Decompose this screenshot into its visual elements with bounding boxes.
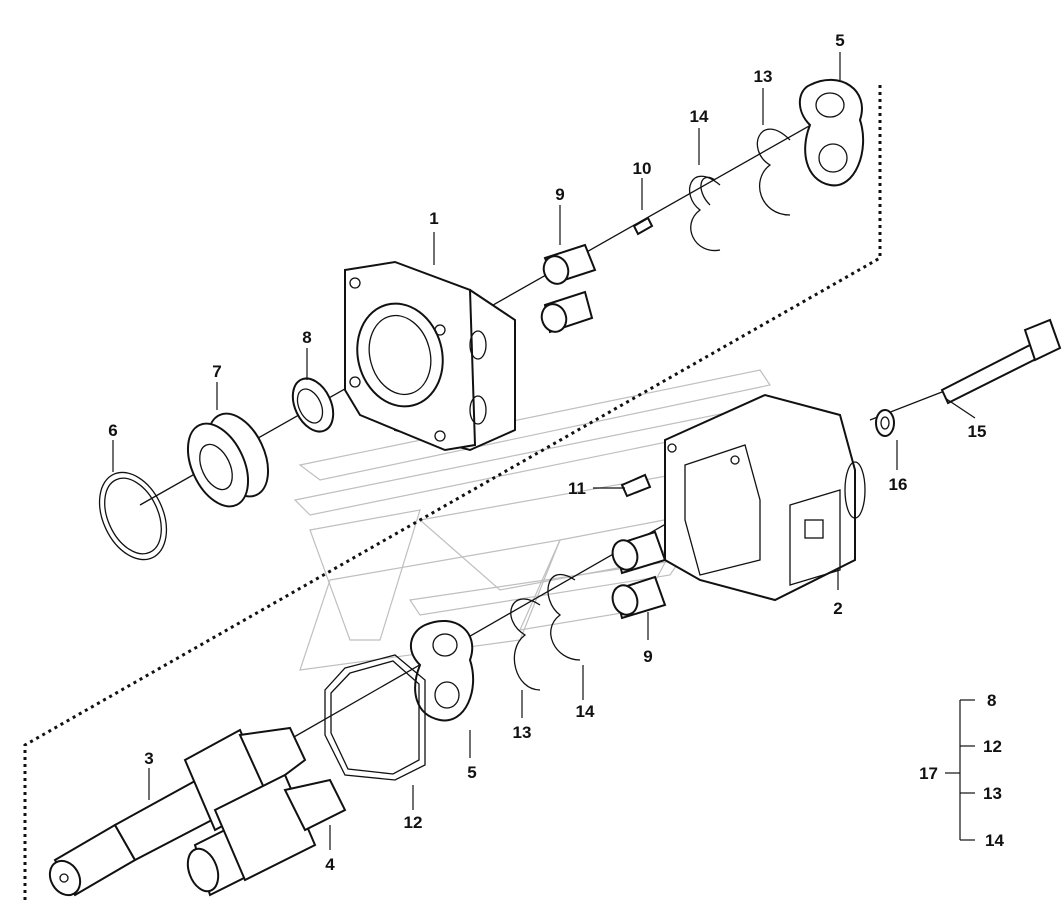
driven-gear-part-4 [186, 773, 347, 897]
leader-lines [112, 52, 976, 850]
label-part-4: 4 [325, 855, 335, 874]
kit-item: 14 [985, 831, 1004, 850]
label-part-6: 6 [108, 421, 117, 440]
label-part-5-lower: 5 [467, 763, 476, 782]
gasket-part-12 [324, 654, 426, 781]
label-part-3: 3 [144, 749, 153, 768]
kit-bracket: 17 8 12 13 14 [919, 691, 1004, 850]
bearing-plate-lower-part-5 [410, 619, 475, 722]
circlip-part-6 [98, 471, 168, 561]
label-part-9-lower: 9 [643, 647, 652, 666]
kit-item: 13 [983, 784, 1002, 803]
label-part-11: 11 [568, 479, 586, 498]
label-part-1: 1 [429, 209, 438, 228]
label-part-8: 8 [302, 328, 311, 347]
assembly-boundary [23, 85, 882, 900]
seal-lower-part-14 [547, 573, 581, 661]
kit-item: 8 [987, 691, 996, 710]
seal-upper-part-14 [688, 175, 721, 252]
seal-part-8 [291, 377, 335, 433]
bushings-lower-part-9 [611, 530, 667, 620]
label-part-12: 12 [404, 813, 423, 832]
part-number-labels: 1 2 3 4 5 5 6 7 8 9 9 10 11 12 13 13 14 … [108, 31, 986, 874]
label-part-15: 15 [968, 422, 987, 441]
pump-body-part-2 [664, 393, 866, 602]
retainer-upper-part-13 [756, 128, 791, 216]
label-part-13-upper: 13 [754, 67, 773, 86]
washer-part-16 [875, 409, 895, 437]
bearing-part-7 [186, 412, 270, 508]
flange-cover-part-1 [344, 260, 516, 452]
label-part-5-upper: 5 [835, 31, 844, 50]
bolt-part-15 [940, 318, 1062, 405]
label-part-13-lower: 13 [513, 723, 532, 742]
bearing-plate-upper-part-5 [798, 79, 865, 187]
label-part-16: 16 [889, 475, 908, 494]
kit-label: 17 [919, 764, 938, 783]
label-part-10: 10 [633, 159, 652, 178]
bushings-upper-part-9 [540, 243, 597, 334]
retainer-lower-part-13 [510, 598, 541, 691]
label-part-2: 2 [833, 599, 842, 618]
label-part-14-lower: 14 [576, 702, 595, 721]
label-part-14-upper: 14 [690, 107, 709, 126]
label-part-7: 7 [212, 362, 221, 381]
pin-part-10 [632, 216, 654, 236]
kit-item: 12 [983, 737, 1002, 756]
pin-part-11 [620, 473, 652, 498]
label-part-9-upper: 9 [555, 185, 564, 204]
